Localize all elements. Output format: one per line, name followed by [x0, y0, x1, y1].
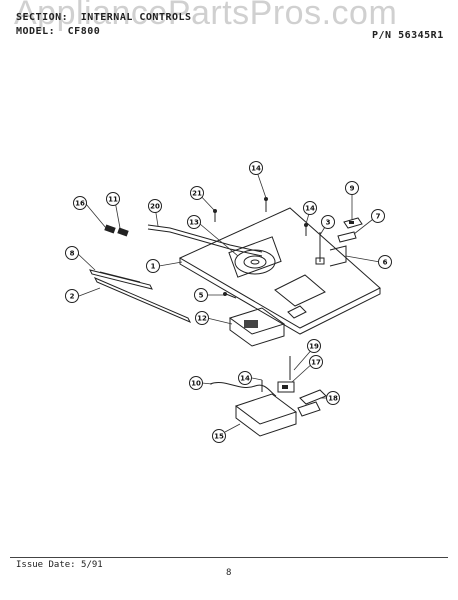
callout-label: 16: [75, 200, 85, 208]
callout-label: 21: [192, 190, 202, 198]
callout-label: 6: [383, 259, 388, 267]
callout-9: 9: [345, 181, 359, 195]
callout-label: 3: [326, 219, 331, 227]
screws: [213, 197, 308, 299]
issue-date: Issue Date: 5/91: [16, 560, 103, 570]
section-line: SECTION: INTERNAL CONTROLS: [16, 12, 192, 23]
model-value: CF800: [67, 26, 101, 37]
mounting-bracket: [228, 307, 286, 347]
callout-label: 14: [305, 205, 315, 213]
callout-label: 18: [328, 395, 338, 403]
callout-6: 6: [378, 255, 392, 269]
callout-7: 7: [371, 209, 385, 223]
callout-21: 21: [190, 186, 204, 200]
callout-3: 3: [321, 215, 335, 229]
callout-8: 8: [65, 246, 79, 260]
callout-2: 2: [65, 289, 79, 303]
part-number: P/N 56345R1: [372, 30, 444, 41]
callout-12: 12: [195, 311, 209, 325]
page-number: 8: [226, 568, 232, 578]
callout-13: 13: [187, 215, 201, 229]
callout-label: 14: [240, 375, 250, 383]
callout-5: 5: [194, 288, 208, 302]
callout-14: 14: [249, 161, 263, 175]
callout-label: 1: [151, 263, 156, 271]
callout-label: 17: [311, 359, 321, 367]
callout-label: 11: [108, 196, 118, 204]
callout-label: 19: [309, 343, 319, 351]
callout-11: 11: [106, 192, 120, 206]
callout-19: 19: [307, 339, 321, 353]
callout-15: 15: [212, 429, 226, 443]
callout-label: 12: [197, 315, 207, 323]
callout-14: 14: [238, 371, 252, 385]
support-rod: [147, 224, 263, 257]
model-label: MODEL:: [16, 26, 56, 37]
footer-rule: [10, 557, 448, 558]
clip-parts: [104, 224, 129, 237]
section-label: SECTION:: [16, 12, 69, 23]
callout-14: 14: [303, 201, 317, 215]
slide-rail: [89, 269, 192, 323]
lower-control-assembly: [209, 356, 327, 437]
switch-parts: [315, 217, 363, 267]
fan-motor-assembly: [228, 236, 282, 278]
callout-label: 13: [189, 219, 199, 227]
callout-label: 7: [376, 213, 381, 221]
callout-label: 14: [251, 165, 261, 173]
callout-20: 20: [148, 199, 162, 213]
callout-label: 2: [70, 293, 75, 301]
section-value: INTERNAL CONTROLS: [80, 12, 192, 23]
callout-10: 10: [189, 376, 203, 390]
callout-label: 10: [191, 380, 201, 388]
callout-label: 5: [199, 292, 204, 300]
callout-label: 20: [150, 203, 160, 211]
callout-label: 9: [350, 185, 355, 193]
callout-18: 18: [326, 391, 340, 405]
control-panel-plate: [178, 207, 381, 335]
callout-label: 8: [70, 250, 75, 258]
callout-1: 1: [146, 259, 160, 273]
model-line: MODEL: CF800: [16, 26, 100, 37]
callout-17: 17: [309, 355, 323, 369]
callout-label: 15: [214, 433, 224, 441]
callout-16: 16: [73, 196, 87, 210]
